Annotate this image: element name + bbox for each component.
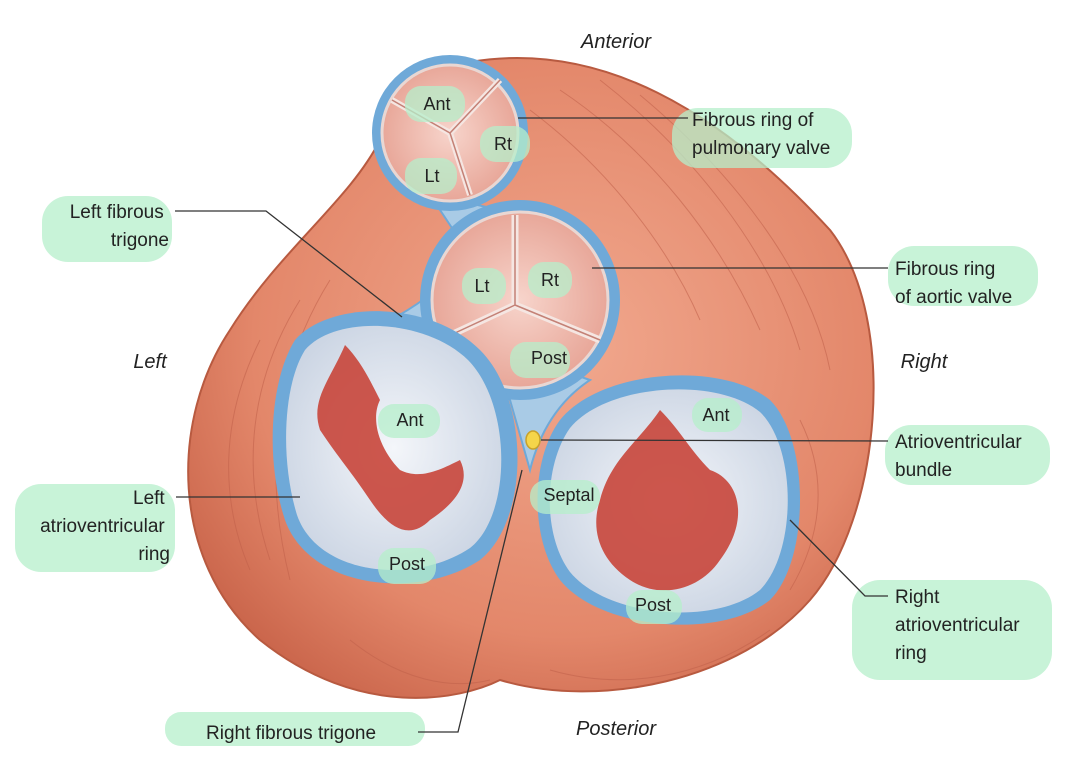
- posterior-label: Posterior: [576, 718, 657, 740]
- leader-lines: [175, 117, 889, 733]
- mitral-post-cusp-label: Post: [389, 554, 425, 574]
- label-highlights: [15, 86, 1052, 746]
- left-av-ring-label: Left atrioventricular ring: [40, 488, 170, 565]
- left-fibrous-trigone-label: Left fibrous trigone: [70, 202, 169, 251]
- right-av-orifice: [537, 375, 800, 625]
- aortic-post-cusp-label: Post: [531, 348, 567, 368]
- tricuspid-ant-cusp-label: Ant: [702, 405, 729, 425]
- pulmonary-ant-cusp-label: Ant: [423, 94, 450, 114]
- aortic-lt-cusp-label: Lt: [474, 276, 489, 296]
- tricuspid-septal-cusp-label: Septal: [543, 485, 594, 505]
- left-label: Left: [133, 351, 168, 373]
- pulmonary-lt-cusp-label: Lt: [424, 166, 439, 186]
- av-bundle-label: Atrioventricular bundle: [895, 432, 1027, 481]
- anterior-label: Anterior: [580, 31, 652, 53]
- pulmonary-ring-label: Fibrous ring of pulmonary valve: [692, 110, 830, 159]
- aortic-rt-cusp-label: Rt: [541, 270, 559, 290]
- right-label: Right: [901, 351, 949, 373]
- pulmonary-rt-cusp-label: Rt: [494, 134, 512, 154]
- av-bundle-marker: [525, 430, 541, 450]
- aortic-ring-label: Fibrous ring of aortic valve: [895, 259, 1012, 308]
- tricuspid-post-cusp-label: Post: [635, 595, 671, 615]
- left-av-orifice: [272, 311, 518, 584]
- mitral-ant-cusp-label: Ant: [396, 410, 423, 430]
- right-av-ring-label: Right atrioventricular ring: [895, 587, 1025, 664]
- muscle-fibers: [228, 79, 831, 685]
- right-fibrous-trigone-label: Right fibrous trigone: [206, 723, 376, 744]
